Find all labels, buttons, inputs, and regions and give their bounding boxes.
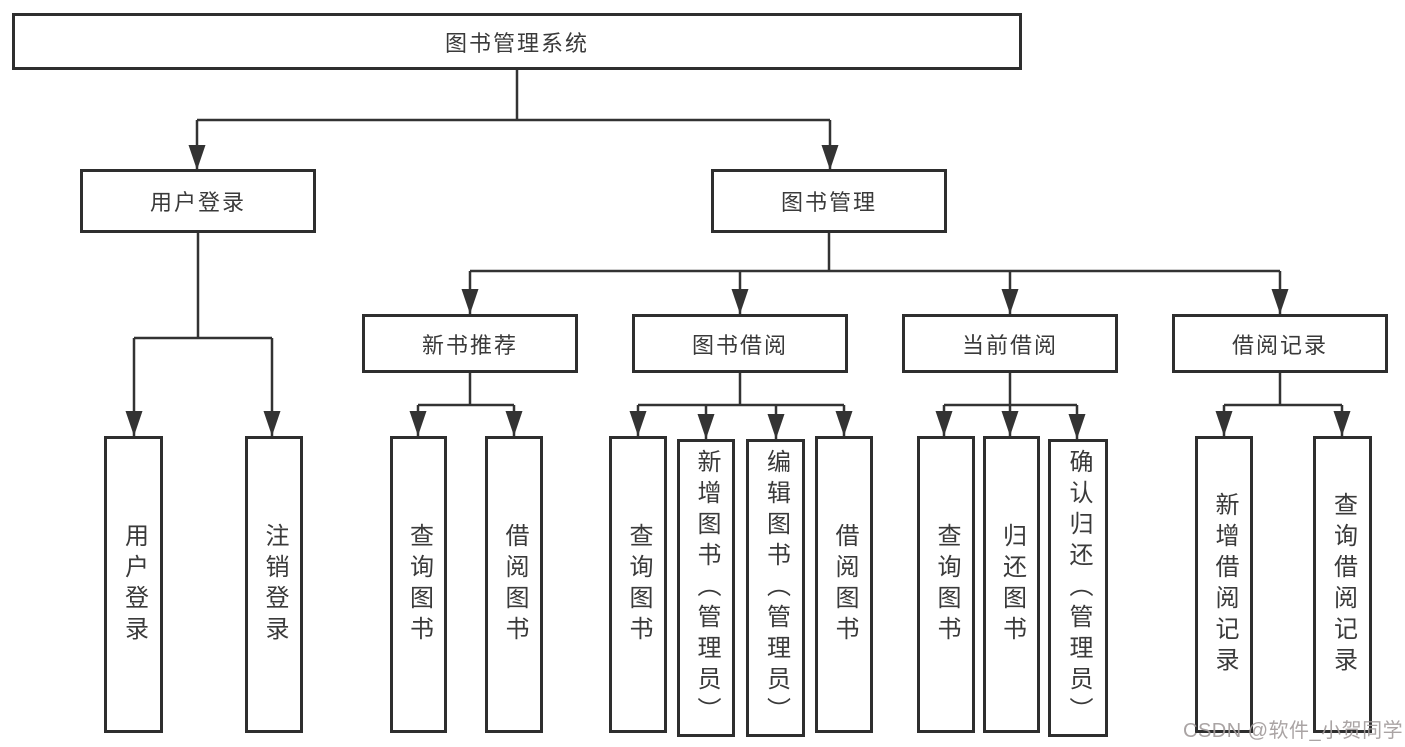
node-borrow-records: 借阅记录 bbox=[1172, 314, 1388, 373]
node-library-system-label: 图书管理系统 bbox=[444, 30, 589, 56]
leaf-query-borrow-record: 查询借阅记录 bbox=[1313, 436, 1372, 733]
node-user-login: 用户登录 bbox=[80, 169, 316, 233]
node-book-management-label: 图书管理 bbox=[780, 190, 877, 215]
leaf-query-books-1: 查询图书 bbox=[390, 436, 447, 733]
leaf-add-borrow-record: 新增借阅记录 bbox=[1195, 436, 1253, 733]
leaf-confirm-return-admin: 确认归还（管理员） bbox=[1048, 439, 1108, 737]
leaf-logout-label: 注销登录 bbox=[261, 522, 288, 647]
node-book-borrow: 图书借阅 bbox=[632, 314, 848, 373]
node-book-borrow-label: 图书借阅 bbox=[691, 332, 788, 358]
leaf-query-books-1-label: 查询图书 bbox=[405, 522, 433, 647]
leaf-query-books-3-label: 查询图书 bbox=[933, 522, 960, 647]
node-book-management: 图书管理 bbox=[711, 169, 947, 233]
leaf-add-books-admin: 新增图书（管理员） bbox=[677, 439, 735, 737]
leaf-borrow-books-2: 借阅图书 bbox=[815, 436, 873, 733]
leaf-borrow-books-1: 借阅图书 bbox=[485, 436, 543, 733]
leaf-borrow-books-2-label: 借阅图书 bbox=[831, 522, 858, 647]
leaf-add-borrow-record-label: 新增借阅记录 bbox=[1211, 491, 1238, 678]
leaf-return-books-label: 归还图书 bbox=[998, 522, 1026, 647]
leaf-query-books-2-label: 查询图书 bbox=[625, 522, 652, 647]
leaf-confirm-return-admin-label: 确认归还（管理员） bbox=[1065, 448, 1092, 728]
leaf-borrow-books-1-label: 借阅图书 bbox=[501, 522, 528, 647]
leaf-user-login: 用户登录 bbox=[104, 436, 163, 733]
leaf-logout: 注销登录 bbox=[245, 436, 303, 733]
leaf-add-books-admin-label: 新增图书（管理员） bbox=[693, 448, 720, 728]
leaf-edit-books-admin: 编辑图书（管理员） bbox=[746, 439, 805, 737]
node-current-borrow-label: 当前借阅 bbox=[961, 332, 1058, 358]
leaf-return-books: 归还图书 bbox=[983, 436, 1040, 733]
leaf-query-borrow-record-label: 查询借阅记录 bbox=[1329, 491, 1357, 678]
node-new-book-recommend-label: 新书推荐 bbox=[421, 332, 518, 358]
node-new-book-recommend: 新书推荐 bbox=[362, 314, 578, 373]
node-user-login-label: 用户登录 bbox=[149, 190, 246, 215]
leaf-query-books-2: 查询图书 bbox=[609, 436, 667, 733]
csdn-watermark: CSDN @软件_小贺同学 bbox=[1183, 720, 1404, 742]
leaf-edit-books-admin-label: 编辑图书（管理员） bbox=[762, 448, 790, 728]
leaf-user-login-label: 用户登录 bbox=[120, 522, 148, 647]
node-current-borrow: 当前借阅 bbox=[902, 314, 1118, 373]
leaf-query-books-3: 查询图书 bbox=[917, 436, 975, 733]
node-borrow-records-label: 借阅记录 bbox=[1231, 332, 1328, 358]
node-library-system: 图书管理系统 bbox=[12, 13, 1022, 70]
